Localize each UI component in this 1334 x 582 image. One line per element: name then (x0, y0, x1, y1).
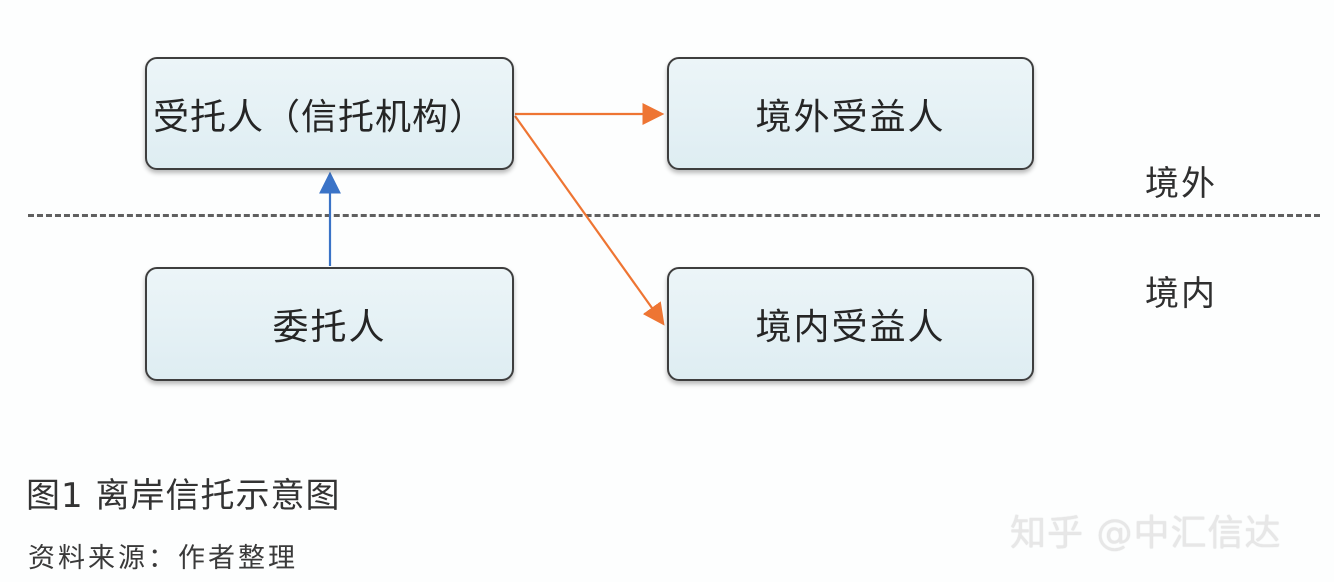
source-note: 资料来源：作者整理 (28, 543, 298, 574)
settlor-label: 委托人 (272, 307, 387, 348)
offshore-beneficiary-node: 境外受益人 (667, 57, 1034, 170)
watermark: 知乎 @中汇信达 (1010, 513, 1282, 554)
figure-caption: 图1 离岸信托示意图 (26, 476, 341, 516)
onshore-region-label: 境内 (1145, 274, 1217, 314)
offshore-region-label: 境外 (1145, 164, 1217, 204)
onshore-beneficiary-label: 境内受益人 (755, 307, 946, 348)
onshore-beneficiary-node: 境内受益人 (667, 267, 1034, 381)
settlor-node: 委托人 (145, 267, 514, 381)
trustee-label: 受托人（信托机构） (153, 96, 487, 138)
edge-trustee-to-onshore-beneficiary (514, 115, 665, 326)
trustee-node: 受托人（信托机构） (145, 57, 514, 170)
offshore-beneficiary-label: 境外受益人 (755, 96, 946, 138)
border-divider-line (28, 214, 1320, 217)
